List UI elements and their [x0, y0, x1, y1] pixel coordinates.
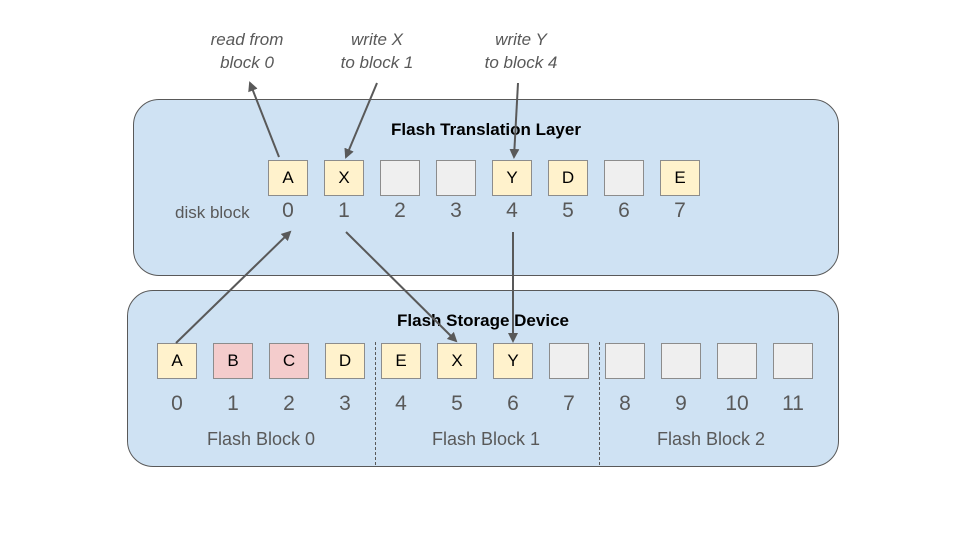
annotation-write-x-line2: to block 1 — [340, 53, 414, 72]
device-cell-4: E — [381, 343, 421, 379]
ftl-index-3: 3 — [450, 199, 462, 222]
block-divider-1 — [375, 342, 376, 465]
device-cell-5: X — [437, 343, 477, 379]
device-index-9: 9 — [675, 392, 687, 415]
device-cell-7 — [549, 343, 589, 379]
flash-block-label-1: Flash Block 1 — [431, 429, 541, 449]
annotation-read: read from block 0 — [177, 28, 317, 74]
ftl-cell-4: Y — [492, 160, 532, 196]
device-cell-6: Y — [493, 343, 533, 379]
ftl-title: Flash Translation Layer — [391, 120, 581, 139]
ftl-index-2: 2 — [394, 199, 406, 222]
annotation-write-x: write X to block 1 — [307, 28, 447, 74]
ftl-cell-2 — [380, 160, 420, 196]
device-index-8: 8 — [619, 392, 631, 415]
annotation-write-x-line1: write X — [351, 30, 403, 49]
ftl-cell-5: D — [548, 160, 588, 196]
arrow-device-to-ftl-0 — [175, 230, 292, 344]
annotation-read-line1: read from — [210, 30, 284, 49]
device-cell-9 — [661, 343, 701, 379]
annotation-write-y-line2: to block 4 — [484, 53, 558, 72]
device-cell-2: C — [269, 343, 309, 379]
arrow-ftl-1-to-device-5 — [345, 231, 458, 343]
device-cell-1: B — [213, 343, 253, 379]
arrow-read-ftl — [248, 81, 280, 158]
flash-block-label-2: Flash Block 2 — [656, 429, 766, 449]
device-cell-0: A — [157, 343, 197, 379]
flash-block-label-0: Flash Block 0 — [206, 429, 316, 449]
device-index-7: 7 — [563, 392, 575, 415]
ftl-panel: Flash Translation Layer — [133, 99, 839, 276]
ftl-cell-0: A — [268, 160, 308, 196]
block-divider-2 — [599, 342, 600, 465]
device-index-0: 0 — [171, 392, 183, 415]
device-index-4: 4 — [395, 392, 407, 415]
ftl-index-7: 7 — [674, 199, 686, 222]
device-cell-3: D — [325, 343, 365, 379]
ftl-index-5: 5 — [562, 199, 574, 222]
device-index-10: 10 — [725, 392, 749, 415]
device-index-1: 1 — [227, 392, 239, 415]
device-cell-11 — [773, 343, 813, 379]
ftl-index-4: 4 — [506, 199, 518, 222]
device-index-11: 11 — [782, 392, 804, 415]
ftl-cell-7: E — [660, 160, 700, 196]
device-index-5: 5 — [451, 392, 463, 415]
ftl-cell-6 — [604, 160, 644, 196]
disk-block-label: disk block — [175, 203, 250, 222]
device-cell-8 — [605, 343, 645, 379]
arrow-write-y-ftl — [509, 82, 520, 159]
device-cell-10 — [717, 343, 757, 379]
annotation-write-y-line1: write Y — [495, 30, 547, 49]
ftl-cell-3 — [436, 160, 476, 196]
ftl-cell-1: X — [324, 160, 364, 196]
device-index-2: 2 — [283, 392, 295, 415]
ftl-index-6: 6 — [618, 199, 630, 222]
arrow-write-x-ftl — [344, 82, 378, 159]
ftl-index-0: 0 — [282, 199, 294, 222]
device-index-6: 6 — [507, 392, 519, 415]
annotation-write-y: write Y to block 4 — [451, 28, 591, 74]
device-index-3: 3 — [339, 392, 351, 415]
ftl-index-1: 1 — [338, 199, 350, 222]
annotation-read-line2: block 0 — [220, 53, 274, 72]
